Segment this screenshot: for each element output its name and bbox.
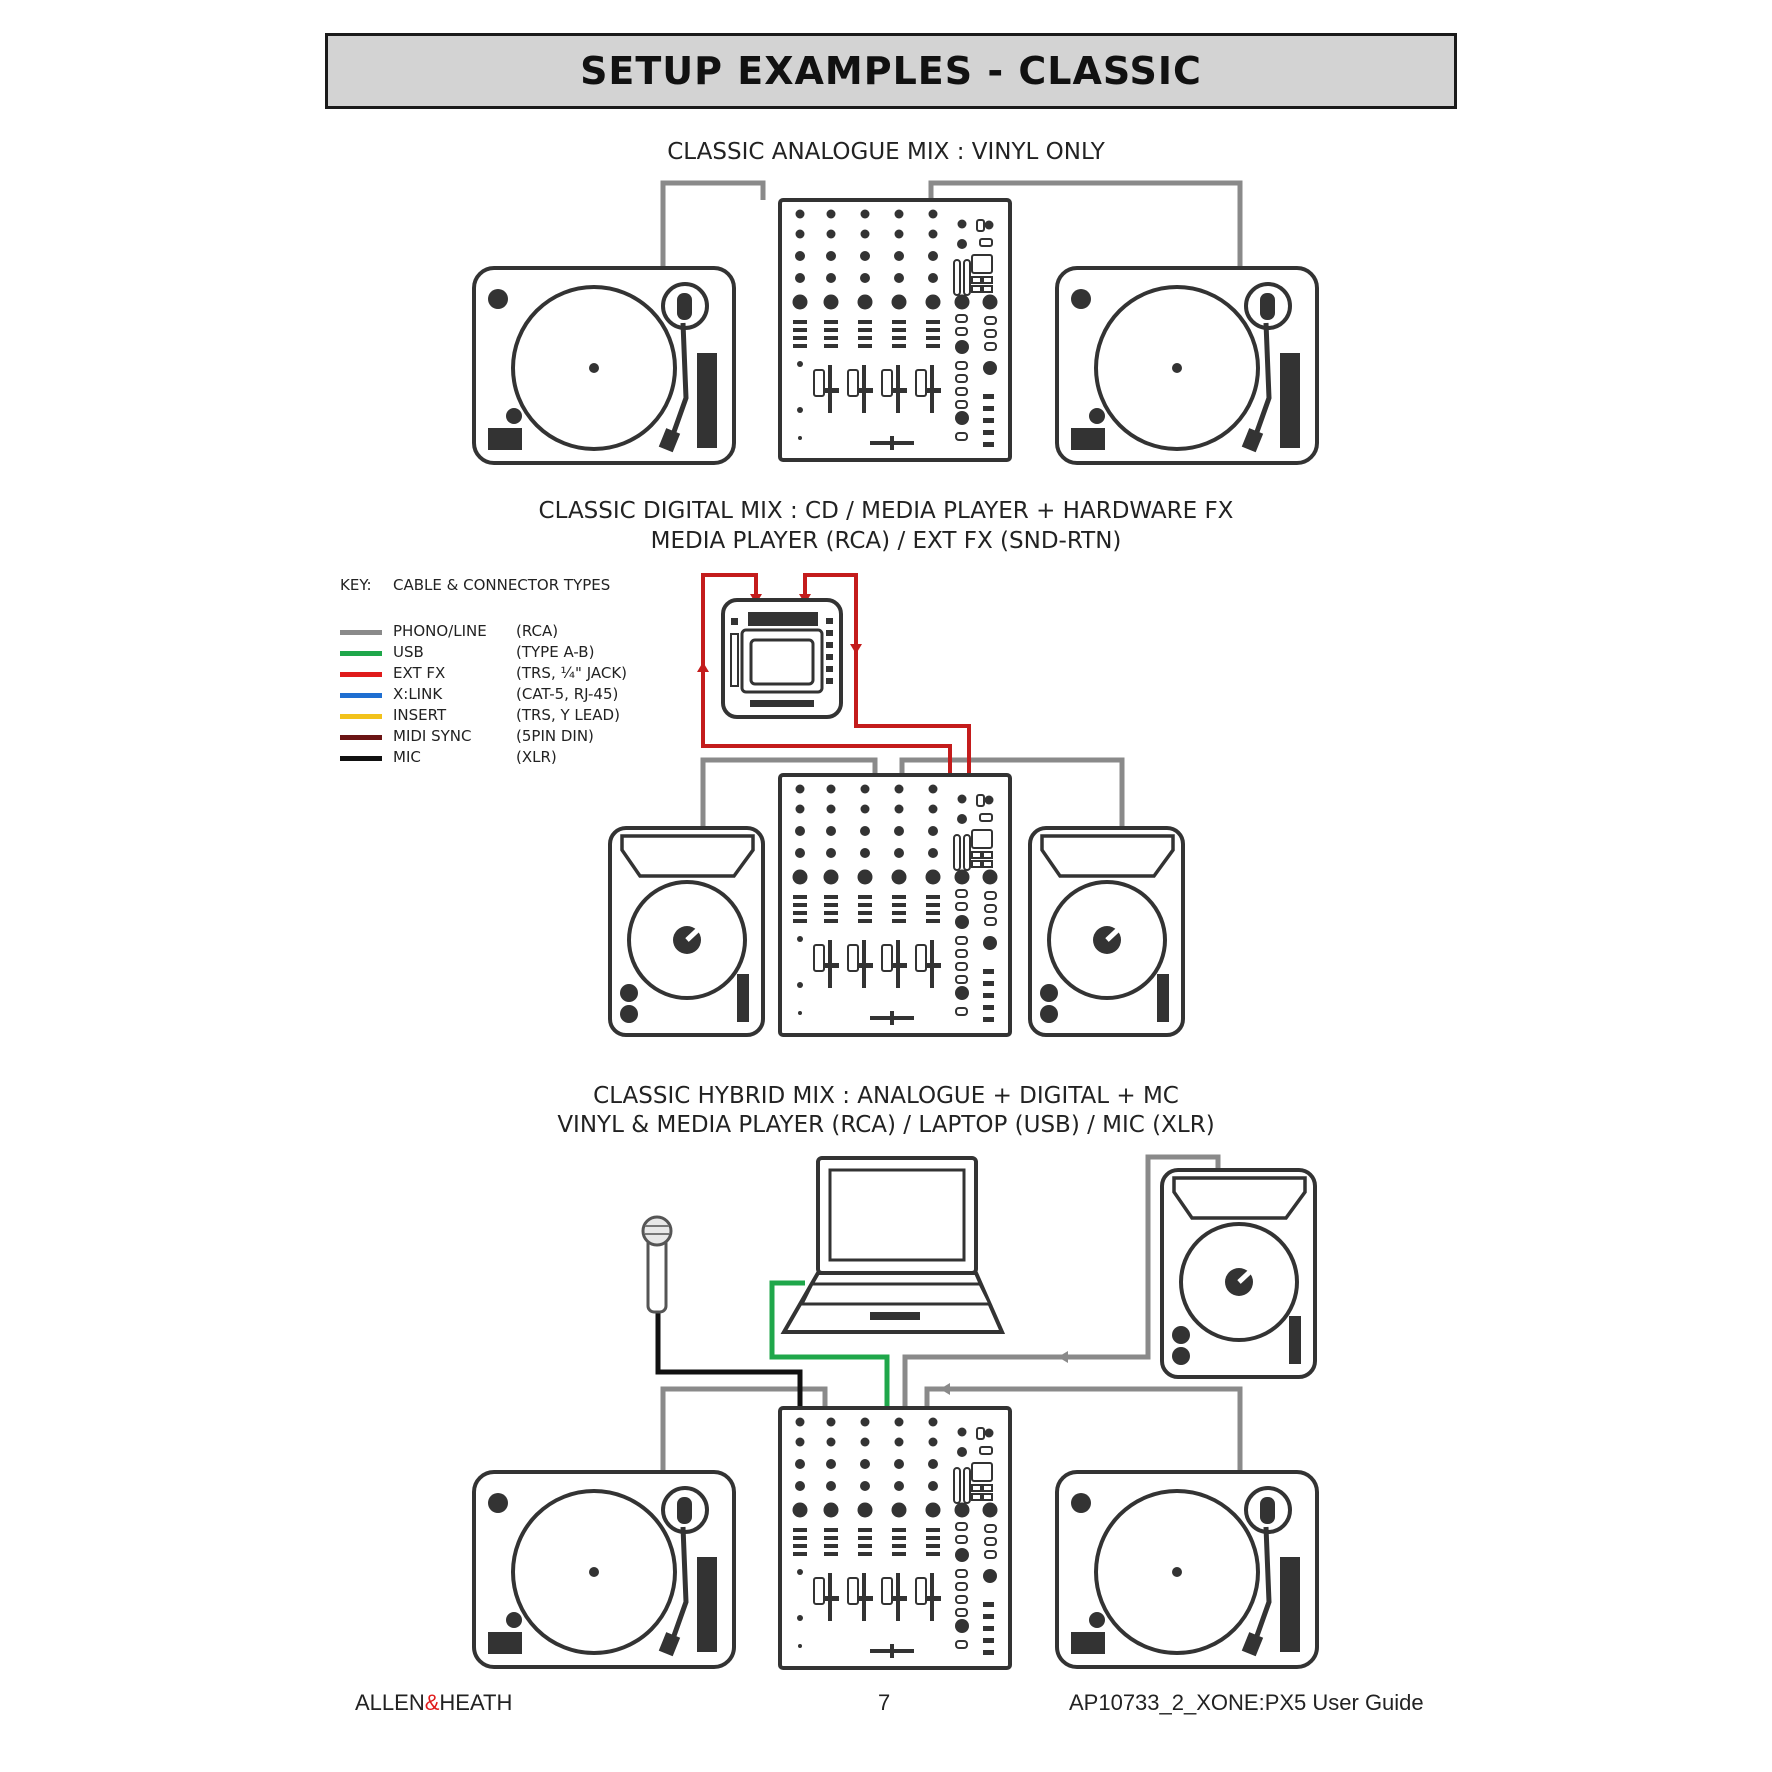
key-header: KEY: CABLE & CONNECTOR TYPES xyxy=(340,576,610,594)
key-item: INSERT (TRS, Y LEAD) xyxy=(340,706,660,726)
section-2-subheading: MEDIA PLAYER (RCA) / EXT FX (SND-RTN) xyxy=(650,528,1122,554)
media-player-2-left xyxy=(610,828,763,1035)
section-1-line-cables xyxy=(660,180,1243,268)
key-swatch xyxy=(340,672,382,677)
turntable-3-left xyxy=(474,1472,734,1667)
brand-ampersand: & xyxy=(424,1690,440,1715)
key-item-type: (TRS, ¼" JACK) xyxy=(516,664,628,682)
section-3-heading: CLASSIC HYBRID MIX : ANALOGUE + DIGITAL … xyxy=(593,1083,1179,1109)
title-banner: SETUP EXAMPLES - CLASSIC xyxy=(325,33,1457,109)
key-item-name: PHONO/LINE xyxy=(393,622,487,640)
key-item-name: EXT FX xyxy=(393,664,446,682)
turntable-1-left xyxy=(474,268,734,463)
document-id: AP10733_2_XONE:PX5 User Guide xyxy=(1069,1690,1424,1715)
section-3-line-arrows xyxy=(940,1351,1068,1395)
key-item: USB (TYPE A-B) xyxy=(340,643,660,663)
footer-brand: ALLEN&HEATH xyxy=(355,1690,512,1716)
key-item-type: (CAT-5, RJ-45) xyxy=(516,685,619,703)
media-player-3 xyxy=(1162,1170,1315,1377)
laptop xyxy=(780,1156,1006,1334)
section-2-line-cables xyxy=(700,757,1125,828)
section-1-heading: CLASSIC ANALOGUE MIX : VINYL ONLY xyxy=(667,139,1105,165)
key-swatch xyxy=(340,735,382,740)
key-label: KEY: xyxy=(340,576,372,594)
brand-part-2: HEATH xyxy=(439,1690,513,1715)
microphone xyxy=(641,1215,673,1314)
key-item-type: (TYPE A-B) xyxy=(516,643,595,661)
key-swatch xyxy=(340,651,382,656)
key-item-type: (XLR) xyxy=(516,748,557,766)
key-heading: CABLE & CONNECTOR TYPES xyxy=(393,576,611,594)
key-item-name: INSERT xyxy=(393,706,447,724)
page-number: 7 xyxy=(878,1690,891,1715)
key-swatch xyxy=(340,693,382,698)
key-swatch xyxy=(340,756,382,761)
section-3-subheading: VINYL & MEDIA PLAYER (RCA) / LAPTOP (USB… xyxy=(557,1112,1215,1138)
section-3-usb-cable xyxy=(769,1280,890,1408)
mixer-2 xyxy=(778,773,1012,1037)
key-item: EXT FX (TRS, ¼" JACK) xyxy=(340,664,660,684)
key-item-type: (5PIN DIN) xyxy=(516,727,594,745)
turntable-1-right xyxy=(1057,268,1317,463)
section-2-heading: CLASSIC DIGITAL MIX : CD / MEDIA PLAYER … xyxy=(538,498,1234,524)
key-item-type: (TRS, Y LEAD) xyxy=(516,706,620,724)
key-item: MIDI SYNC (5PIN DIN) xyxy=(340,727,660,747)
key-item-type: (RCA) xyxy=(516,622,559,640)
key-item-name: USB xyxy=(393,643,424,661)
brand-part-1: ALLEN xyxy=(355,1690,425,1715)
key-swatch xyxy=(340,630,382,635)
key-item-name: MIDI SYNC xyxy=(393,727,472,745)
section-3-line-cables xyxy=(660,1154,1243,1472)
key-item: X:LINK (CAT-5, RJ-45) xyxy=(340,685,660,705)
mixer-1 xyxy=(778,198,1012,462)
media-player-2-right xyxy=(1030,828,1183,1035)
key-item: MIC (XLR) xyxy=(340,748,660,768)
key-item-name: MIC xyxy=(393,748,421,766)
hardware-fx-unit xyxy=(721,598,843,719)
section-3-mic-cable xyxy=(655,1310,803,1408)
mixer-3 xyxy=(778,1406,1012,1670)
key-item-name: X:LINK xyxy=(393,685,443,703)
page-title: SETUP EXAMPLES - CLASSIC xyxy=(580,49,1202,93)
turntable-3-right xyxy=(1057,1472,1317,1667)
key-swatch xyxy=(340,714,382,719)
key-item: PHONO/LINE (RCA) xyxy=(340,622,660,642)
